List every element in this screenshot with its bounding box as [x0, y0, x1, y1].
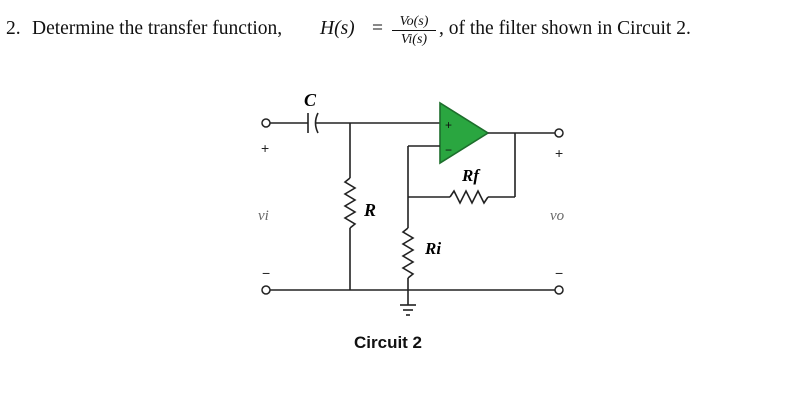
equals-sign: = — [372, 18, 383, 39]
opamp-minus-sign: − — [445, 143, 452, 157]
question-prompt: Determine the transfer function, — [32, 18, 283, 39]
question-text: 2. Determine the transfer function, H(s)… — [6, 14, 786, 58]
output-terminal-bottom — [554, 285, 564, 295]
output-plus-sign: + — [555, 145, 563, 161]
fraction-bar — [392, 30, 436, 32]
resistor-ri-zigzag — [401, 227, 415, 279]
transfer-function-fraction: Vo(s) Vi(s) — [392, 14, 436, 47]
output-voltage-label: vo — [550, 208, 565, 224]
output-terminal-top — [554, 128, 564, 138]
resistor-r-label: R — [363, 200, 376, 220]
input-terminal-bottom — [261, 285, 271, 295]
circuit-caption: Circuit 2 — [354, 333, 422, 352]
fraction-numerator: Vo(s) — [399, 14, 429, 29]
transfer-function-symbol: H(s) — [320, 18, 355, 39]
input-minus-sign: − — [262, 265, 270, 281]
output-minus-sign: − — [555, 265, 563, 281]
opamp-triangle — [439, 101, 490, 165]
capacitor-label: C — [304, 90, 317, 110]
resistor-rf-zigzag — [449, 189, 489, 205]
resistor-ri-label: Ri — [424, 239, 441, 258]
resistor-r-zigzag — [343, 177, 357, 229]
resistor-rf-label: Rf — [461, 166, 481, 185]
question-number: 2. — [6, 18, 21, 39]
input-terminal-top — [261, 118, 271, 128]
input-plus-sign: + — [261, 140, 269, 156]
opamp-plus-sign: + — [445, 118, 452, 132]
input-voltage-label: vi — [258, 208, 269, 224]
question-suffix: , of the filter shown in Circuit 2. — [439, 18, 691, 39]
fraction-denominator: Vi(s) — [400, 32, 428, 48]
